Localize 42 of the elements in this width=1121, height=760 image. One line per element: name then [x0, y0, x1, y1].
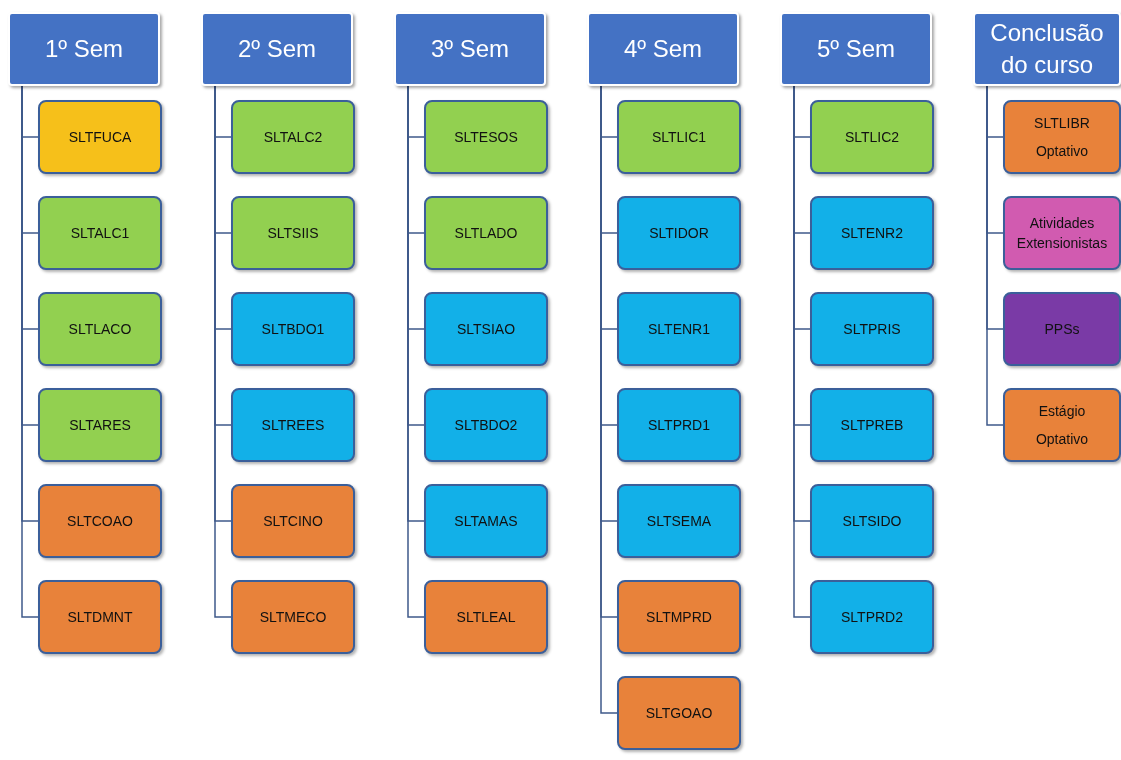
semester-header: 1º Sem — [8, 12, 160, 86]
course-box: SLTLEAL — [424, 580, 548, 654]
course-box: SLTCOAO — [38, 484, 162, 558]
course-box: SLTAMAS — [424, 484, 548, 558]
course-box: SLTLIBR Optativo — [1003, 100, 1121, 174]
semester-header: Conclusão do curso — [973, 12, 1121, 86]
course-box: SLTREES — [231, 388, 355, 462]
course-box: SLTSIIS — [231, 196, 355, 270]
course-box: SLTBDO2 — [424, 388, 548, 462]
course-box: SLTALC2 — [231, 100, 355, 174]
course-box: Estágio Optativo — [1003, 388, 1121, 462]
course-box: SLTLIC2 — [810, 100, 934, 174]
course-box: SLTFUCA — [38, 100, 162, 174]
course-box: Atividades Extensionistas — [1003, 196, 1121, 270]
course-box: SLTBDO1 — [231, 292, 355, 366]
semester-header: 5º Sem — [780, 12, 932, 86]
course-box: SLTMECO — [231, 580, 355, 654]
course-box: SLTPRIS — [810, 292, 934, 366]
course-box: SLTIDOR — [617, 196, 741, 270]
course-box: SLTPREB — [810, 388, 934, 462]
course-box: SLTENR2 — [810, 196, 934, 270]
course-box: SLTPRD2 — [810, 580, 934, 654]
course-box: SLTPRD1 — [617, 388, 741, 462]
course-box: SLTLADO — [424, 196, 548, 270]
course-box: SLTGOAO — [617, 676, 741, 750]
course-box: SLTESOS — [424, 100, 548, 174]
course-box: SLTSIAO — [424, 292, 548, 366]
course-box: SLTARES — [38, 388, 162, 462]
course-box: SLTDMNT — [38, 580, 162, 654]
course-box: PPSs — [1003, 292, 1121, 366]
course-box: SLTCINO — [231, 484, 355, 558]
course-box: SLTLIC1 — [617, 100, 741, 174]
course-box: SLTLACO — [38, 292, 162, 366]
course-box: SLTSEMA — [617, 484, 741, 558]
course-box: SLTSIDO — [810, 484, 934, 558]
semester-header: 2º Sem — [201, 12, 353, 86]
course-box: SLTMPRD — [617, 580, 741, 654]
semester-header: 4º Sem — [587, 12, 739, 86]
course-box: SLTALC1 — [38, 196, 162, 270]
semester-header: 3º Sem — [394, 12, 546, 86]
connector-line — [986, 85, 1004, 426]
course-box: SLTENR1 — [617, 292, 741, 366]
